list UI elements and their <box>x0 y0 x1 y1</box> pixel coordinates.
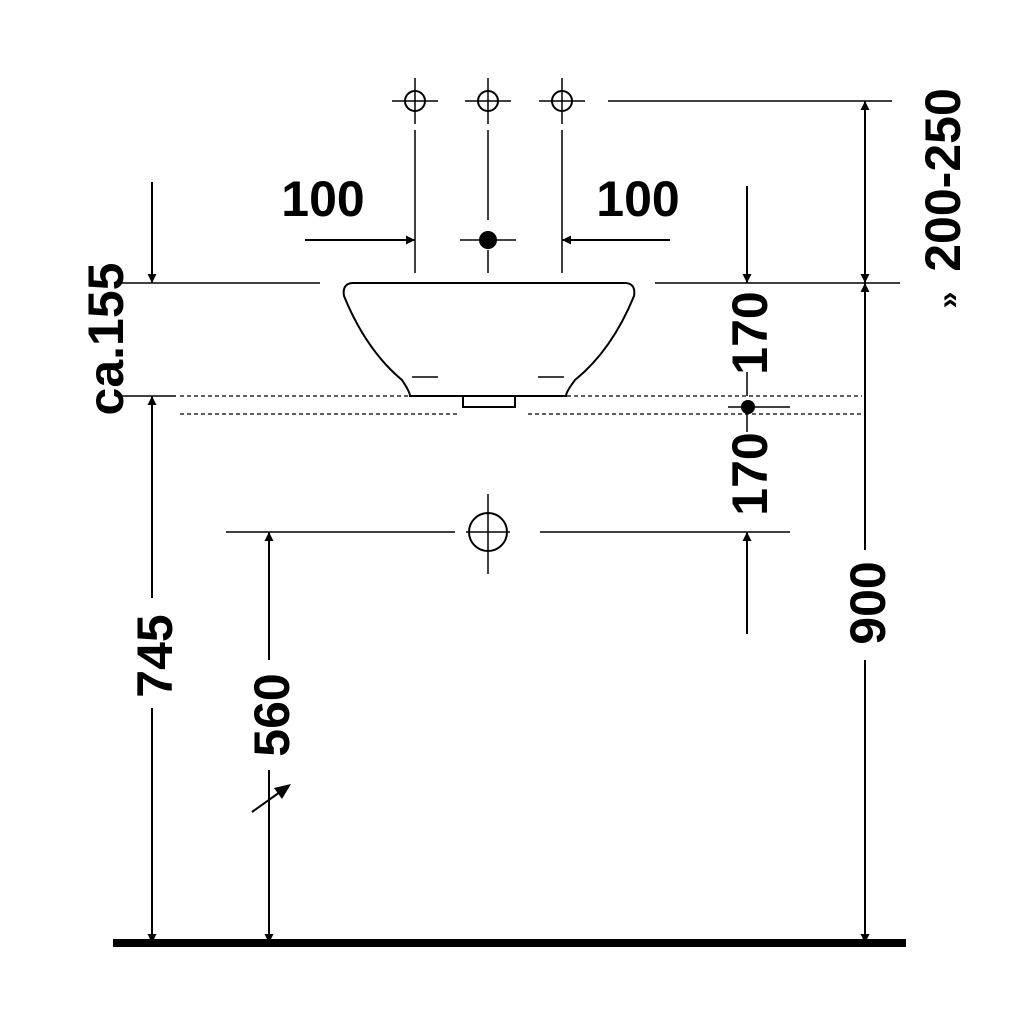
tap-offset-left-label: 100 <box>281 171 364 227</box>
waste-connection-icon <box>466 494 510 574</box>
waste-outlet <box>462 395 516 408</box>
diagonal-pointer-arrow-icon <box>251 784 291 813</box>
tap-hole-center-icon <box>465 78 511 124</box>
washbasin-bowl-profile <box>342 282 636 397</box>
counter-dashed-lines <box>180 395 862 415</box>
tap-height-label: 200-250 <box>915 88 971 272</box>
overflow-point-icon <box>728 400 790 414</box>
waste-height-label: 560 <box>244 673 300 756</box>
tap-hole-right-icon <box>539 78 585 124</box>
total-height-label: 900 <box>840 561 896 644</box>
overflow-lower-label: 170 <box>722 432 778 515</box>
tap-center-lines <box>414 130 563 273</box>
bowl-height-label: ca.155 <box>78 263 134 416</box>
overflow-upper-label: 170 <box>722 291 778 374</box>
tap-hole-left-icon <box>392 78 438 124</box>
counter-height-label: 745 <box>127 614 183 697</box>
tap-height-marker: » <box>932 292 965 309</box>
tap-offset-right-label: 100 <box>596 171 679 227</box>
tap-center-point-icon <box>460 231 516 249</box>
